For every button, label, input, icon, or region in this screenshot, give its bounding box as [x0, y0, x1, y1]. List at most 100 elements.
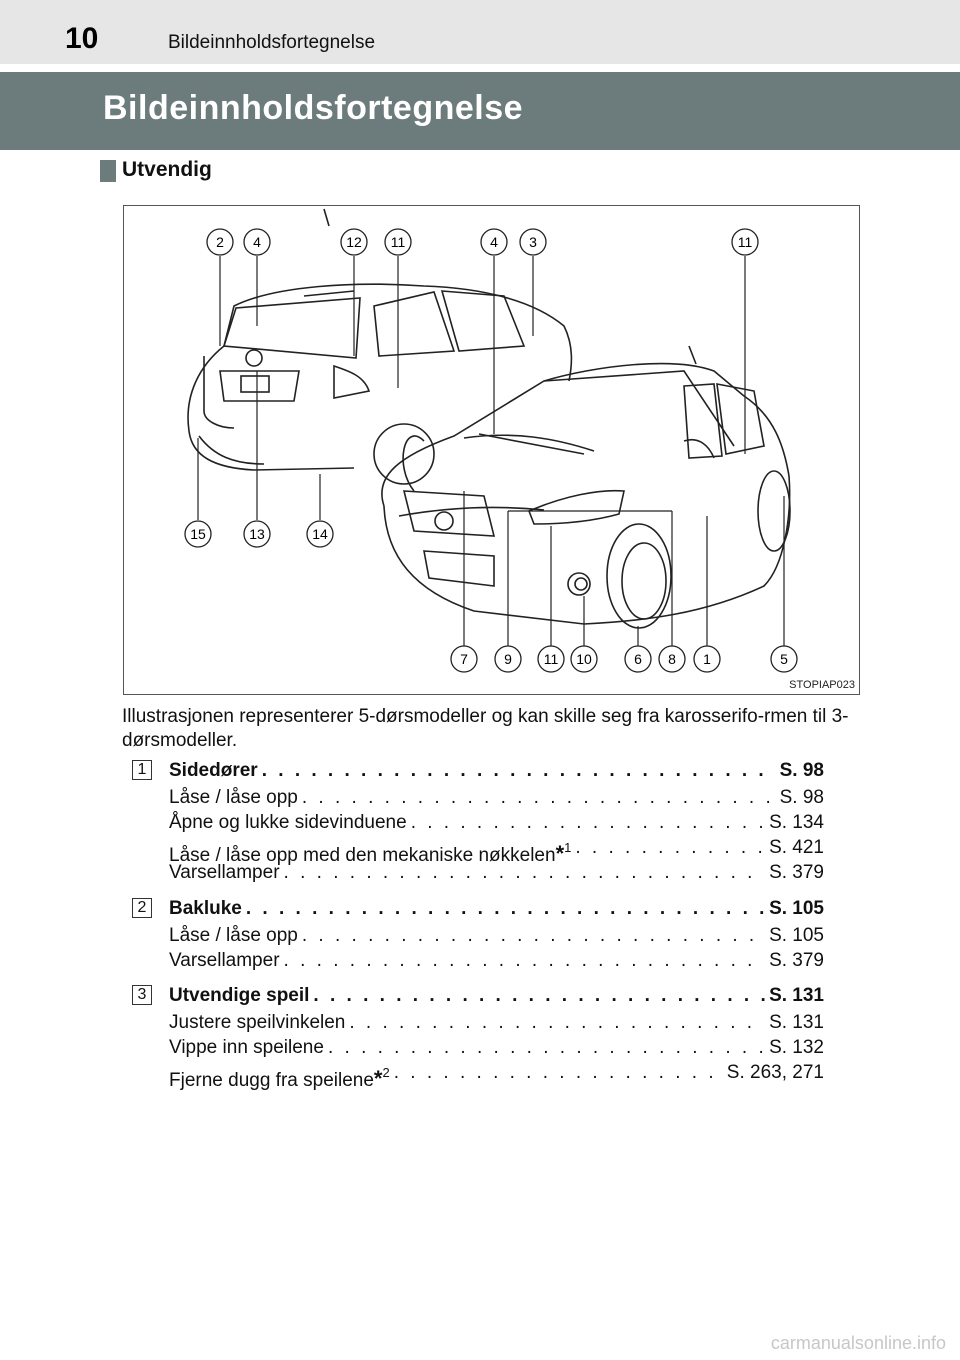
item-label: Åpne og lukke sidevinduene [169, 812, 407, 833]
figure-caption: Illustrasjonen representerer 5-dørsmodel… [122, 706, 849, 751]
callout-15: 15 [184, 520, 212, 548]
page-reference: S. 98 [779, 787, 824, 808]
car-exterior-figure: 2 4 12 11 4 3 11 15 13 14 7 9 11 10 6 8 … [123, 205, 860, 695]
callout-14: 14 [306, 520, 334, 548]
entry-number-badge: 3 [132, 985, 152, 1005]
figure-code: STOPIAP023 [789, 679, 855, 691]
callout-12: 12 [340, 228, 368, 256]
dot-leader [302, 785, 776, 810]
item-label: Låse / låse opp med den mekaniske nøkkel… [169, 835, 572, 866]
callout-label: 11 [391, 234, 406, 250]
callout-1: 1 [693, 645, 721, 673]
callout-11c: 11 [537, 645, 565, 673]
entry-item-row[interactable]: Vippe inn speilene S. 132 [169, 1035, 824, 1060]
dot-leader [262, 758, 776, 783]
item-label-text: Fjerne dugg fra speilene [169, 1070, 374, 1091]
entry-title-label: Utvendige speil [169, 985, 310, 1006]
page-reference: S. 105 [769, 898, 824, 919]
dot-leader [284, 860, 766, 885]
callout-label: 3 [529, 234, 537, 250]
callout-label: 1 [703, 651, 711, 667]
callout-10: 10 [570, 645, 598, 673]
entry-item-row[interactable]: Låse / låse opp med den mekaniske nøkkel… [169, 835, 824, 866]
item-label: Varsellamper [169, 862, 280, 883]
callout-label: 6 [634, 651, 642, 667]
entry-item-row[interactable]: Fjerne dugg fra speilene*2 S. 263, 271 [169, 1060, 824, 1091]
item-label: Låse / låse opp [169, 787, 298, 808]
entry-title-row[interactable]: Utvendige speil S. 131 [169, 983, 824, 1008]
page-reference: S. 132 [769, 1037, 824, 1058]
dot-leader [394, 1060, 723, 1085]
callout-label: 12 [346, 234, 362, 250]
dot-leader [349, 1010, 765, 1035]
dot-leader [328, 1035, 765, 1060]
callout-label: 11 [738, 234, 753, 250]
callout-3: 3 [519, 228, 547, 256]
dot-leader [411, 810, 765, 835]
callout-5: 5 [770, 645, 798, 673]
watermark-footer: carmanualsonline.info [770, 1333, 946, 1353]
entry-item-row[interactable]: Varsellamper S. 379 [169, 860, 824, 885]
callout-label: 9 [504, 651, 512, 667]
callout-label: 13 [249, 526, 265, 542]
footnote-number: 1 [564, 840, 572, 855]
entry-number-badge: 2 [132, 898, 152, 918]
item-label: Låse / låse opp [169, 925, 298, 946]
callout-2: 2 [206, 228, 234, 256]
page-reference: S. 98 [779, 760, 824, 781]
dot-leader [284, 948, 766, 973]
footnote-star-icon: * [373, 1066, 383, 1091]
callout-11b: 11 [731, 228, 759, 256]
callout-label: 14 [312, 526, 328, 542]
callout-7: 7 [450, 645, 478, 673]
page-reference: S. 421 [769, 837, 824, 858]
entry-title-label: Bakluke [169, 898, 242, 919]
page-reference: S. 379 [769, 950, 824, 971]
page-reference: S. 263, 271 [726, 1062, 824, 1083]
callout-8: 8 [658, 645, 686, 673]
callout-6: 6 [624, 645, 652, 673]
entry-item-row[interactable]: Låse / låse opp S. 105 [169, 923, 824, 948]
dot-leader [313, 983, 765, 1008]
car-illustration: 2 4 12 11 4 3 11 15 13 14 7 9 11 10 6 8 … [184, 208, 798, 673]
entry-item-row[interactable]: Åpne og lukke sidevinduene S. 134 [169, 810, 824, 835]
callout-4b: 4 [480, 228, 508, 256]
running-title: Bildeinnholdsfortegnelse [168, 32, 376, 53]
callout-label: 4 [490, 234, 498, 250]
callout-label: 11 [544, 651, 559, 667]
entry-title-row[interactable]: Bakluke S. 105 [169, 896, 824, 921]
entry-number-badge: 1 [132, 760, 152, 780]
footnote-number: 2 [382, 1065, 390, 1080]
item-label: Fjerne dugg fra speilene*2 [169, 1060, 390, 1091]
dot-leader [246, 896, 765, 921]
page-reference: S. 131 [769, 985, 824, 1006]
page-reference: S. 379 [769, 862, 824, 883]
entry-item-row[interactable]: Justere speilvinkelen S. 131 [169, 1010, 824, 1035]
dot-leader [302, 923, 765, 948]
page-reference: S. 131 [769, 1012, 824, 1033]
entry-item-row[interactable]: Låse / låse opp S. 98 [169, 785, 824, 810]
page-reference: S. 105 [769, 925, 824, 946]
callout-4: 4 [243, 228, 271, 256]
callout-label: 2 [216, 234, 224, 250]
item-label: Justere speilvinkelen [169, 1012, 346, 1033]
footnote-star-icon: * [555, 841, 565, 866]
callout-label: 4 [253, 234, 261, 250]
entry-title-label: Sidedører [169, 760, 258, 781]
callout-11: 11 [384, 228, 412, 256]
callout-9: 9 [494, 645, 522, 673]
page-title: Bildeinnholdsfortegnelse [103, 89, 524, 127]
dot-leader [575, 835, 765, 860]
running-header [0, 0, 960, 64]
callout-13: 13 [243, 520, 271, 548]
callout-label: 7 [460, 651, 468, 667]
callout-label: 15 [190, 526, 206, 542]
entry-title-row[interactable]: Sidedører S. 98 [169, 758, 824, 783]
entry-item-row[interactable]: Varsellamper S. 379 [169, 948, 824, 973]
callout-label: 5 [780, 651, 788, 667]
title-band [0, 72, 960, 150]
page-reference: S. 134 [769, 812, 824, 833]
callout-label: 8 [668, 651, 676, 667]
page-number: 10 [65, 22, 99, 55]
item-label: Varsellamper [169, 950, 280, 971]
